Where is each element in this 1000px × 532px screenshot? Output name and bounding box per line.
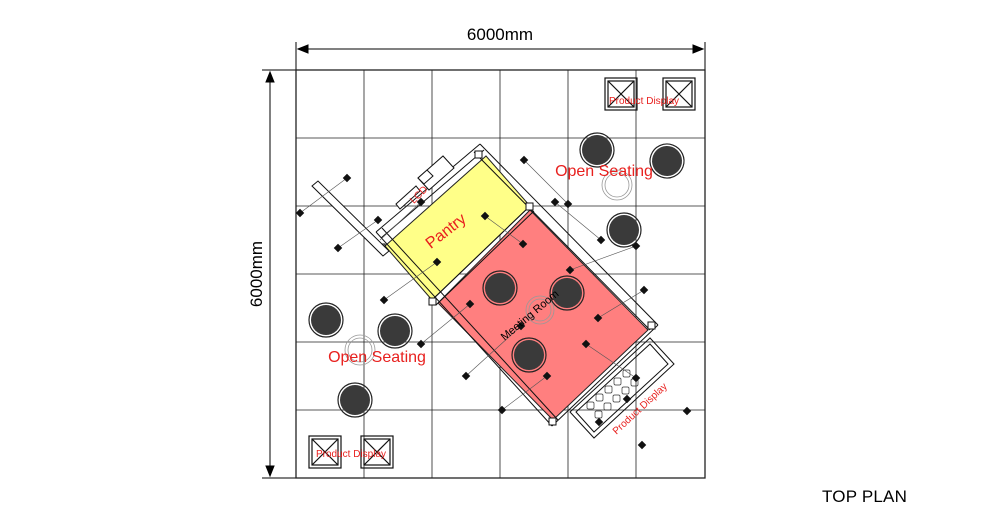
open-seating-label-bottom: Open Seating — [328, 349, 426, 366]
dimension-width-label: 6000mm — [467, 25, 533, 44]
dimension-height-label: 6000mm — [247, 241, 266, 307]
dimension-width — [295, 42, 706, 70]
display-box-icon — [662, 77, 696, 111]
chair-icon — [579, 132, 615, 168]
meeting-room-zone — [437, 209, 649, 421]
chair-icon — [549, 275, 585, 311]
display-box-icon — [604, 77, 638, 111]
chair-icon — [377, 313, 413, 349]
open-seating-label-top: Open Seating — [555, 163, 653, 180]
round-tables — [344, 169, 633, 366]
display-box-icon — [308, 435, 342, 469]
chair-icon — [511, 337, 547, 373]
chair-icon — [606, 212, 642, 248]
product-display-boxes — [308, 77, 696, 469]
product-display-label-top: Product Display — [609, 96, 679, 107]
chair-icon — [649, 143, 685, 179]
display-box-icon — [360, 435, 394, 469]
chair-icon — [337, 382, 373, 418]
product-display-label-bottom: Product Display — [316, 449, 386, 460]
chair-icon — [482, 270, 518, 306]
dimension-height — [262, 69, 296, 479]
chair-icon — [308, 302, 344, 338]
plan-caption: TOP PLAN — [822, 487, 908, 506]
room-structure — [311, 143, 675, 439]
chairs — [308, 132, 685, 418]
ceiling-lights — [295, 155, 692, 450]
